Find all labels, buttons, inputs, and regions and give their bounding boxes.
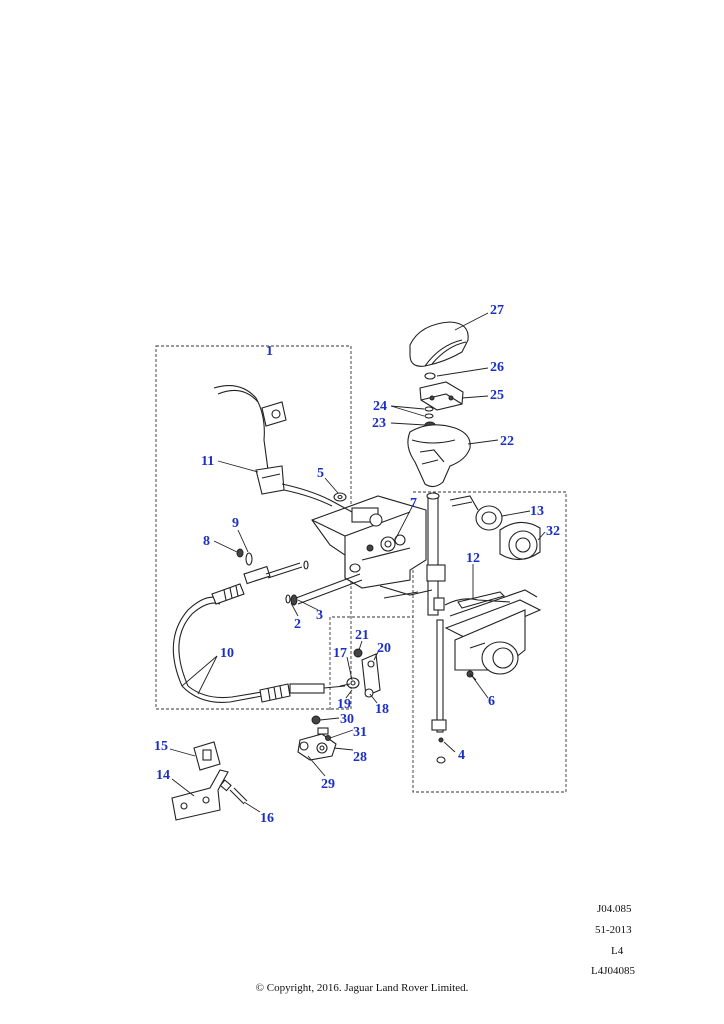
callout-16: 16: [260, 811, 274, 826]
callout-19: 19: [337, 697, 351, 712]
callout-3: 3: [316, 608, 323, 623]
callout-5: 5: [317, 466, 324, 481]
callout-29: 29: [321, 777, 335, 792]
shaft-2-3: [285, 563, 363, 606]
selector-shaft: [426, 492, 447, 764]
gate-assembly: [311, 495, 433, 599]
callout-13: 13: [530, 504, 544, 519]
callout-24: 24: [373, 399, 387, 414]
gear-knob: [407, 424, 471, 488]
callout-9: 9: [232, 516, 239, 531]
copyright-notice: © Copyright, 2016. Jaguar Land Rover Lim…: [255, 982, 469, 994]
grommet-5: [333, 492, 347, 502]
washer-24b: [424, 413, 434, 419]
illustration-id: L4J04085: [591, 965, 635, 977]
date-code: 51-2013: [595, 924, 632, 936]
callout-32: 32: [546, 524, 560, 539]
harness-12: [444, 598, 511, 606]
callout-31: 31: [353, 725, 367, 740]
bolt-16: [219, 779, 248, 805]
callout-30: 30: [340, 712, 354, 727]
callout-4: 4: [458, 748, 465, 763]
knob-bracket: [419, 381, 464, 411]
callout-27: 27: [490, 303, 504, 318]
selector-housing: [444, 589, 542, 675]
callout-6: 6: [488, 694, 495, 709]
callout-18: 18: [375, 702, 389, 717]
illustration-code: J04.085: [597, 903, 632, 915]
harness-11: [213, 385, 353, 513]
drum-32: [499, 521, 541, 561]
clip-8: [236, 548, 244, 558]
lever-group-box: [412, 491, 567, 793]
callout-21: 21: [355, 628, 369, 643]
linkage-group-box: [329, 616, 413, 710]
ring-13: [449, 495, 503, 531]
callout-1: 1: [266, 344, 273, 359]
selector-cable: [172, 560, 346, 703]
callout-20: 20: [377, 641, 391, 656]
callout-10: 10: [220, 646, 234, 661]
callout-12: 12: [466, 551, 480, 566]
callout-2: 2: [294, 617, 301, 632]
callout-11: 11: [201, 454, 214, 469]
knob-cap: [409, 321, 469, 367]
callout-17: 17: [333, 646, 347, 661]
clip-15: [193, 741, 221, 771]
linkage-block: [297, 715, 337, 761]
bracket-14: [171, 769, 229, 821]
washer-26: [424, 372, 436, 380]
washer-24a: [424, 406, 434, 412]
screw-6: [466, 670, 477, 681]
callout-25: 25: [490, 388, 504, 403]
callout-26: 26: [490, 360, 504, 375]
callout-28: 28: [353, 750, 367, 765]
callout-22: 22: [500, 434, 514, 449]
level-code: L4: [611, 945, 624, 957]
callout-labels: 1 2 3 4 5 6 7 8 9 10 11 12 13 14 15 16 1…: [154, 303, 560, 826]
oring-9: [245, 552, 253, 566]
callout-8: 8: [203, 534, 210, 549]
callout-14: 14: [156, 768, 170, 783]
leader-lines: [169, 312, 546, 813]
callout-7: 7: [410, 496, 417, 511]
callout-15: 15: [154, 739, 168, 754]
callout-23: 23: [372, 416, 386, 431]
